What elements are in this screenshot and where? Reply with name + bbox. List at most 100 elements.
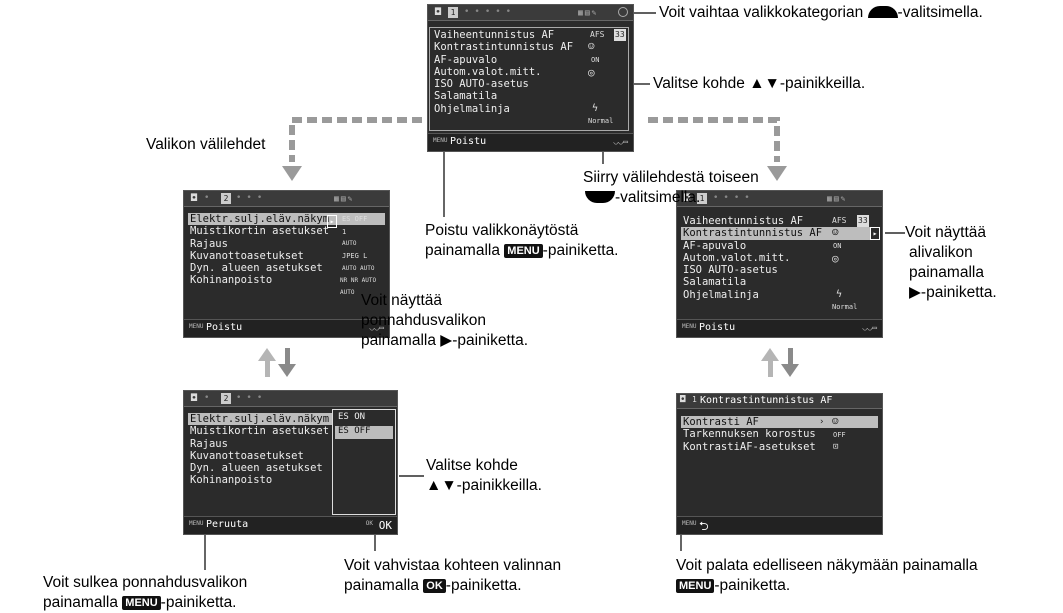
face-detect-icon: ☺ <box>588 40 595 53</box>
bottom-bar: MENU ⮌ <box>677 516 882 534</box>
menu-item[interactable]: Dyn. alueen asetukset <box>190 262 323 275</box>
arrow-right-icon: ▸ <box>870 227 880 240</box>
tab-number[interactable]: 2 <box>221 393 231 404</box>
dial-icon: ◡◡▭ <box>613 137 628 146</box>
camera-tab-icon[interactable]: ◘ <box>190 193 198 204</box>
camera-tab-icon[interactable]: ◘ <box>434 7 442 18</box>
arrow-to-right-screen <box>767 166 787 181</box>
tab1-menu-screen: ◘ 1 •••• ▦▤✎ Vaiheentunnistus AF Kontras… <box>676 190 883 338</box>
menu-item[interactable]: Salamatila <box>434 90 498 103</box>
item-value: AFS <box>832 216 847 225</box>
cancel-label[interactable]: Peruuta <box>206 519 249 530</box>
menu-item[interactable]: Kohinanpoisto <box>190 274 273 287</box>
item-value: ON <box>833 242 842 250</box>
annotation-text: -painiketta. <box>445 577 522 594</box>
af-settings-icon: ⊡ <box>833 442 839 452</box>
menu-item[interactable]: Vaiheentunnistus AF <box>434 29 555 41</box>
menu-item[interactable]: ISO AUTO-asetus <box>434 78 529 91</box>
ok-label[interactable]: OK <box>378 519 392 532</box>
menu-item-selected[interactable]: Elektr.sulj.eläv.näkym <box>188 413 338 426</box>
dial-icon: ◡◡▭ <box>862 323 877 332</box>
annotation-tab-switch-2: -valitsimella. <box>585 188 700 208</box>
settings-circle-icon <box>618 7 628 17</box>
menu-item[interactable]: KontrastiAF-asetukset <box>683 440 816 453</box>
annotation-sub-4: ▶-painiketta. <box>909 284 997 301</box>
annotation-select-mid-1: Valitse kohde <box>426 457 518 474</box>
menu-item[interactable]: ISO AUTO-asetus <box>683 264 778 277</box>
menu-item[interactable]: Kontrastintunnistus AF <box>434 41 574 54</box>
tab-dots: ••••• <box>464 7 517 17</box>
menu-label: MENU <box>189 520 204 527</box>
menu-item[interactable]: Ohjelmalinja <box>683 288 759 301</box>
menu-item[interactable]: Dyn. alueen asetukset <box>190 462 323 475</box>
annotation-close-1: Voit sulkea ponnahdusvalikon <box>43 574 248 591</box>
annotation-text: -valitsimella. <box>897 4 983 21</box>
exit-label[interactable]: Poistu <box>206 322 243 333</box>
menu-item[interactable]: Salamatila <box>683 276 747 289</box>
menu-item[interactable]: Rajaus <box>190 237 228 250</box>
menu-item[interactable]: Rajaus <box>190 437 228 450</box>
exit-label[interactable]: Poistu <box>699 322 736 333</box>
menu-item[interactable]: Autom.valot.mitt. <box>434 65 542 78</box>
menu-button-badge: MENU <box>504 244 543 258</box>
popup-item[interactable]: ES ON <box>338 412 366 422</box>
dial-icon <box>585 191 615 203</box>
menu-item-selected[interactable]: Kontrastintunnistus AF <box>681 227 878 240</box>
menu-item[interactable]: Ohjelmalinja <box>434 102 510 115</box>
menu-label: MENU <box>682 323 697 330</box>
item-value: ON <box>591 56 600 64</box>
item-value: AFS <box>590 30 605 39</box>
face-detect-icon: ☺ <box>832 226 839 239</box>
tab-number[interactable]: 1 <box>697 193 707 204</box>
annotation-back-1: Voit palata edelliseen näkymään painamal… <box>676 557 978 574</box>
submenu-screen: ◘ 1 Kontrastintunnistus AF Kontrasti AF … <box>676 393 883 535</box>
item-value: JPEG L <box>342 252 368 260</box>
menu-item[interactable]: Muistikortin asetukset <box>190 225 330 238</box>
annotation-exit-1: Poistu valikkonäytöstä <box>425 222 579 239</box>
ok-button-badge: OK <box>423 579 446 593</box>
dial-icon <box>867 6 898 18</box>
annotation-sub-1: Voit näyttää <box>905 224 987 241</box>
main-menu-screen: ◘ 1 ••••• ▦▤✎ Vaiheentunnistus AF Kontra… <box>427 4 634 152</box>
menu-item[interactable]: Kuvanottoasetukset <box>190 249 304 262</box>
menu-item[interactable]: Kuvanottoasetukset <box>190 449 304 462</box>
tab-bar: ◘ 1 ••••• ▦▤✎ <box>428 5 633 21</box>
menu-item[interactable]: Autom.valot.mitt. <box>683 251 791 264</box>
tab-number[interactable]: 2 <box>221 193 231 204</box>
item-value: Normal <box>832 303 858 311</box>
menu-item-selected[interactable]: Kontrasti AF <box>681 416 878 429</box>
tab-dots: ••• <box>236 193 268 203</box>
annotation-tab-switch-1: Siirry välilehdestä toiseen <box>583 169 759 186</box>
camera-icon: ◘ <box>680 395 686 405</box>
menu-item[interactable]: Tarkennuksen korostus <box>683 428 816 441</box>
menu-item-selected[interactable]: Elektr.sulj.eläv.näkym <box>188 213 385 226</box>
tab-dots: •••• <box>713 193 755 203</box>
menu-item[interactable]: Muistikortin asetukset <box>190 425 330 438</box>
dashed-path-right <box>648 117 780 162</box>
item-value: 1 <box>342 228 347 236</box>
annotation-category: Voit vaihtaa valikkokategorian -valitsim… <box>659 3 983 23</box>
camera-tab-icon[interactable]: ◘ <box>683 193 691 204</box>
exit-label[interactable]: Poistu <box>450 136 487 147</box>
back-arrow-icon[interactable]: ⮌ <box>699 519 709 533</box>
item-value: 33 <box>614 29 626 41</box>
menu-item[interactable]: AF-apuvalo <box>434 53 498 66</box>
annotation-popup-3: painamalla ▶-painiketta. <box>361 332 529 349</box>
tab-bar: ◘ • 2 ••• <box>184 391 397 407</box>
tab-number[interactable]: 1 <box>448 7 458 18</box>
popup-item-selected[interactable]: ES OFF <box>335 426 393 439</box>
item-value: AUTO <box>342 240 357 247</box>
tab2-menu-screen: ◘ • 2 ••• ▦▤✎ Elektr.sulj.eläv.näkym Mui… <box>183 190 390 338</box>
list-frame <box>429 27 629 131</box>
arrow-right-icon: ▸ <box>327 215 337 228</box>
item-value: OFF <box>833 431 846 439</box>
camera-tab-icon[interactable]: ◘ <box>190 393 198 404</box>
popup-menu: ES ON ES OFF <box>332 409 396 515</box>
menu-item[interactable]: Vaiheentunnistus AF <box>683 215 804 227</box>
category-icons: ▦▤✎ <box>578 8 599 17</box>
flash-icon: ϟ <box>836 289 843 300</box>
tab-number: 1 <box>692 395 697 404</box>
menu-item[interactable]: AF-apuvalo <box>683 239 747 252</box>
menu-item[interactable]: Kohinanpoisto <box>190 474 273 487</box>
tab-dots: • <box>204 193 215 203</box>
